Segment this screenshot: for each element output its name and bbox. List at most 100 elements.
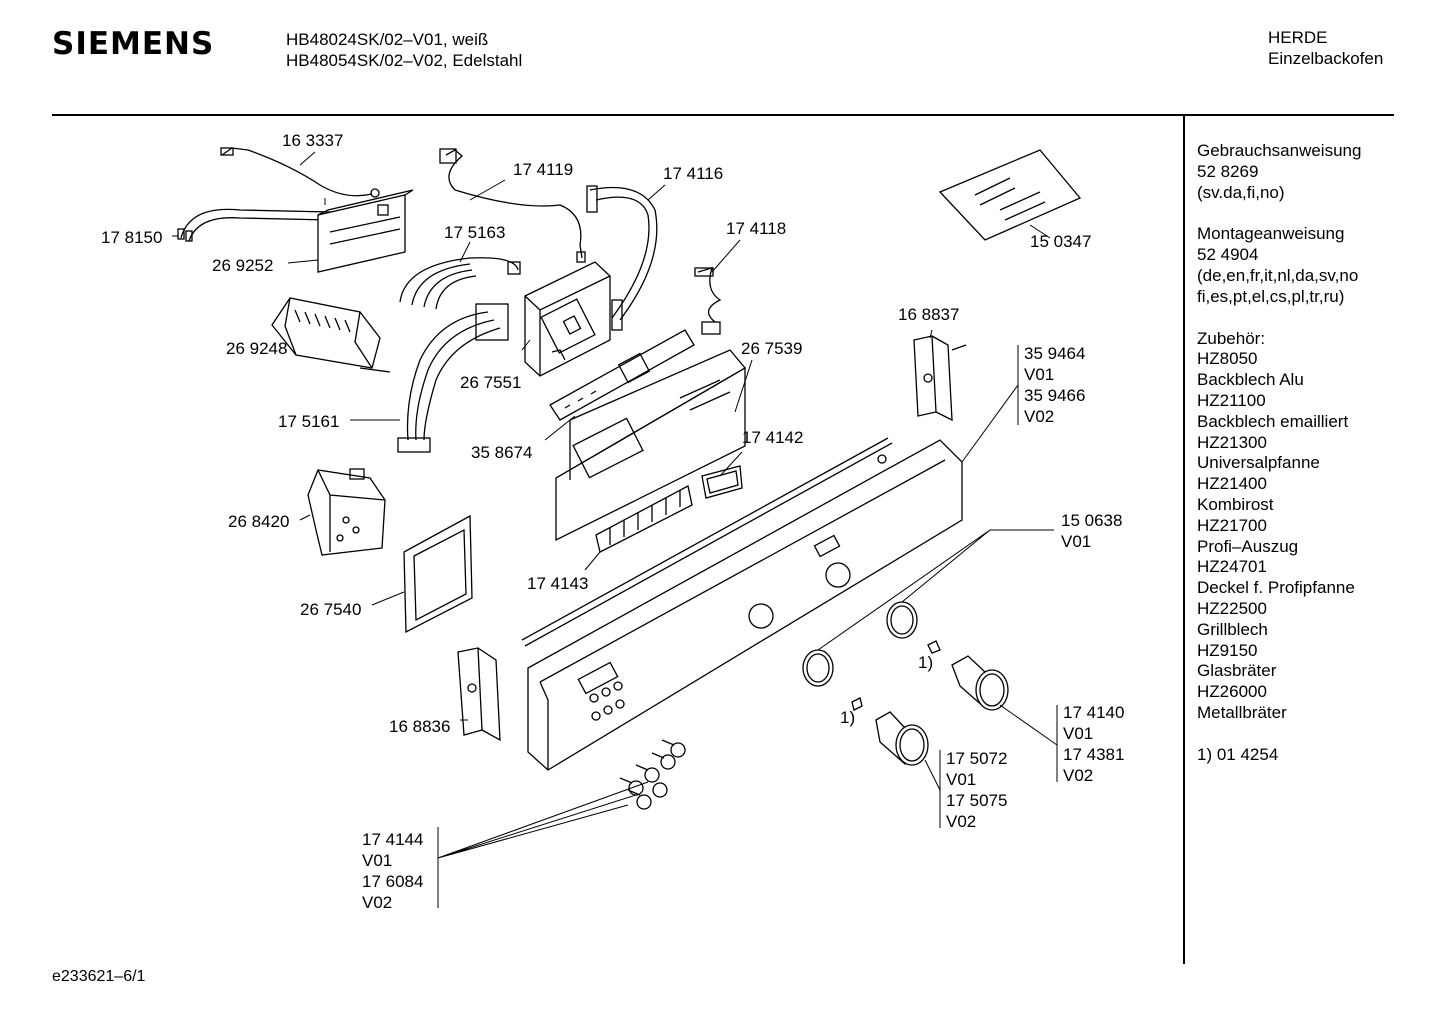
board-269252: [317, 189, 414, 273]
part-label: 17 4144: [362, 830, 423, 849]
sidebar-line: Universalpfanne: [1197, 453, 1320, 473]
cable-174118: [694, 267, 722, 335]
part-label: 17 4119: [513, 160, 573, 179]
knob-175072: [851, 697, 929, 766]
sidebar-line: 1) 01 4254: [1197, 744, 1279, 764]
sidebar-line: Zubehör:: [1197, 328, 1266, 348]
sidebar-line: Gebrauchsanweisung: [1197, 141, 1362, 160]
sidebar-line: HZ21400: [1197, 474, 1267, 494]
sidebar-line: HZ22500: [1197, 598, 1267, 618]
footnote-marker: 1): [840, 708, 855, 727]
sidebar-divider: [1183, 116, 1185, 964]
frame-267540: [403, 514, 473, 634]
sidebar-line: HZ24701: [1197, 557, 1267, 577]
brand-logo: SIEMENS: [52, 26, 215, 62]
sidebar-line: Grillblech: [1197, 619, 1268, 639]
sidebar-line: Deckel f. Profipfanne: [1197, 578, 1355, 598]
part-labels: 16 3337 17 8150 26 9252 26 9248 17 4119 …: [101, 131, 1124, 912]
part-label: 17 4381: [1063, 745, 1124, 764]
part-label: 17 5075: [946, 791, 1007, 810]
part-label: V02: [1024, 407, 1054, 426]
sidebar-line: (sv.da,fi,no): [1197, 182, 1285, 202]
part-label: 35 9464: [1024, 344, 1085, 363]
sidebar-line: 52 4904: [1197, 245, 1259, 265]
sidebar-line: HZ21300: [1197, 432, 1267, 452]
part-label: 26 7539: [741, 339, 802, 358]
switch-268420: [307, 468, 386, 556]
mounting-group: Montageanweisung 52 4904 (de,en,fr,it,nl…: [1197, 224, 1361, 307]
cable-178150: [177, 208, 342, 242]
part-label: 17 4142: [742, 428, 803, 447]
part-label: V01: [1024, 365, 1054, 384]
sidebar: Gebrauchsanweisung 52 8269 (sv.da,fi,no)…: [1197, 141, 1361, 766]
part-label: 26 9248: [226, 339, 287, 358]
housing-267539: [555, 349, 746, 542]
accessory-group: Zubehör: HZ8050 Backblech Alu HZ21100 Ba…: [1197, 329, 1361, 724]
part-label: V01: [362, 851, 392, 870]
model-list: HB48024SK/02–V01, weiß HB48054SK/02–V02,…: [286, 29, 522, 71]
part-label: V01: [946, 770, 976, 789]
sidebar-line: 52 8269: [1197, 161, 1259, 181]
part-label: 26 7551: [460, 373, 521, 392]
ring-150638: [802, 601, 918, 687]
manual-group: Gebrauchsanweisung 52 8269 (sv.da,fi,no): [1197, 141, 1361, 203]
sidebar-line: HZ8050: [1197, 349, 1258, 369]
sidebar-line: HZ21100: [1197, 390, 1266, 410]
part-label: 16 8836: [389, 717, 450, 736]
part-label: 26 9252: [212, 256, 273, 275]
sidebar-line: Metallbräter: [1197, 702, 1287, 722]
part-label: V02: [946, 812, 976, 831]
leader-lines: [172, 151, 1058, 908]
subcategory: Einzelbackofen: [1268, 49, 1384, 68]
part-label: 17 6084: [362, 872, 423, 891]
window-174142: [701, 465, 743, 499]
part-label: 35 9466: [1024, 386, 1085, 405]
model-line-2: HB48054SK/02–V02, Edelstahl: [286, 51, 523, 70]
part-label: 16 8837: [898, 305, 959, 324]
sidebar-line: Profi–Auszug: [1197, 536, 1299, 556]
sidebar-line: Backblech Alu: [1197, 370, 1304, 390]
part-label: 15 0347: [1030, 232, 1091, 251]
footnote-marker: 1): [918, 653, 933, 672]
part-label: 17 4118: [726, 219, 786, 238]
sidebar-line: (de,en,fr,it,nl,da,sv,no: [1197, 265, 1359, 285]
cable-174119: [439, 148, 586, 263]
part-label: V02: [1063, 766, 1093, 785]
model-line-1: HB48024SK/02–V01, weiß: [286, 30, 489, 49]
sidebar-line: HZ9150: [1197, 640, 1258, 660]
part-label: V01: [1063, 724, 1093, 743]
seal-strip: [521, 437, 893, 647]
footnote-group: 1) 01 4254: [1197, 745, 1361, 766]
part-label: 17 4116: [663, 164, 723, 183]
sidebar-line: HZ26000: [1197, 682, 1267, 702]
part-label: 17 5163: [444, 223, 505, 242]
category: HERDE: [1268, 28, 1328, 47]
sidebar-line: Backblech emailliert: [1197, 411, 1349, 431]
part-label: 15 0638: [1061, 511, 1122, 530]
module-267551: [524, 261, 611, 377]
part-label: V01: [1061, 532, 1091, 551]
sidebar-line: HZ21700: [1197, 515, 1267, 535]
part-label: 17 5072: [946, 749, 1007, 768]
sidebar-line: Glasbräter: [1197, 661, 1277, 681]
part-label: 17 8150: [101, 228, 162, 247]
header-divider: [52, 114, 1394, 116]
part-label: 17 4143: [527, 574, 588, 593]
sidebar-line: Kombirost: [1197, 494, 1274, 514]
screw-bag-150347: [938, 149, 1082, 241]
cable-174116: [586, 185, 658, 331]
part-label: 26 8420: [228, 512, 289, 531]
part-label: 26 7540: [300, 600, 361, 619]
part-label: 17 5161: [278, 412, 339, 431]
sidebar-line: Montageanweisung: [1197, 224, 1345, 244]
small-knobs-174144: [619, 739, 686, 810]
bracket-168837: [913, 335, 967, 422]
part-label: V02: [362, 893, 392, 912]
pcb-358674: [549, 329, 695, 421]
cable-163337: [220, 147, 380, 198]
part-label: 35 8674: [471, 443, 532, 462]
cable-175161: [397, 303, 509, 453]
category-block: HERDE Einzelbackofen: [1268, 27, 1383, 69]
button-strip-174143: [595, 485, 693, 553]
